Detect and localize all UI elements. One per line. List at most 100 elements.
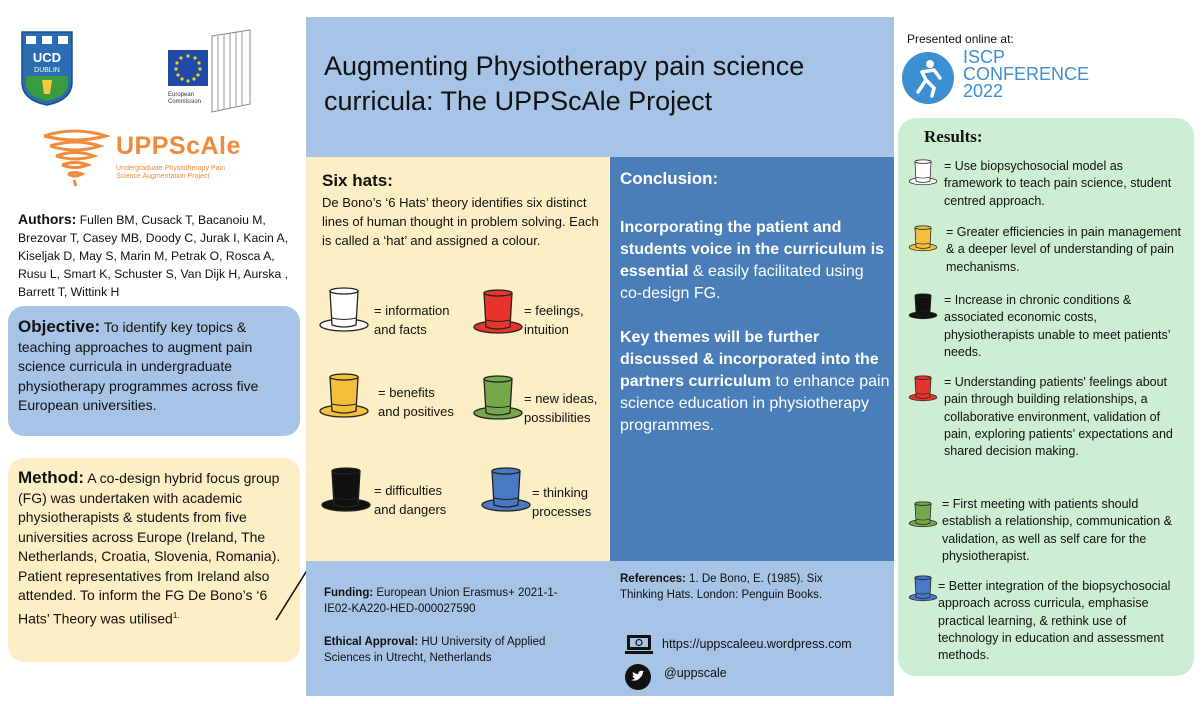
hat-label-line-2: possibilities xyxy=(524,410,591,425)
hat-label-line-2: intuition xyxy=(524,322,569,337)
title-panel: Augmenting Physiotherapy pain science cu… xyxy=(306,17,894,157)
conclusion-heading: Conclusion: xyxy=(620,169,719,188)
result-hat-icon xyxy=(908,575,938,602)
funding-info: Funding: European Union Erasmus+ 2021-1-… xyxy=(324,585,574,617)
six-hats-section: Six hats: De Bono’s ‘6 Hats’ theory iden… xyxy=(306,157,610,561)
hat-icon xyxy=(473,289,523,334)
european-commission-logo: European Commission xyxy=(144,28,256,114)
ethics-text: HU University of Applied Sciences in Utr… xyxy=(324,636,546,664)
hat-label-line-1: = difficulties xyxy=(374,483,443,498)
funding-text: European Union Erasmus+ 2021-1-IE02-KA22… xyxy=(324,587,558,615)
objective-box: Objective: To identify key topics & teac… xyxy=(8,306,300,436)
hat-label-line-1: = thinking xyxy=(532,485,589,500)
references-text: 1. De Bono, E. (1985). Six Thinking Hats… xyxy=(620,573,823,601)
result-hat-wrapper xyxy=(908,224,938,257)
ethics-info: Ethical Approval: HU University of Appli… xyxy=(324,634,574,666)
hat-icon xyxy=(473,375,523,420)
hat-label: = thinking processes xyxy=(532,483,591,521)
authors-list: Fullen BM, Cusack T, Bacanoiu M, Brezova… xyxy=(18,213,289,299)
hat-icon xyxy=(321,467,371,512)
results-heading: Results: xyxy=(924,127,983,146)
hat-icon-wrapper xyxy=(320,465,372,518)
eu-logo-text: European Commission xyxy=(168,92,202,105)
method-heading: Method: xyxy=(18,468,85,487)
ethics-label: Ethical Approval: xyxy=(324,636,419,648)
result-item-text: = Increase in chronic conditions & assoc… xyxy=(944,293,1171,359)
hat-label: = feelings, intuition xyxy=(524,301,584,339)
result-item-text: = Use biopsychosocial model as framework… xyxy=(944,159,1172,208)
hat-icon xyxy=(481,467,531,512)
svg-text:DUBLIN: DUBLIN xyxy=(34,67,60,74)
hat-label-line-2: and positives xyxy=(378,404,454,419)
hat-label: = information and facts xyxy=(374,301,450,339)
uppscale-logo: UPPScAle Undergraduate Physiotherapy Pai… xyxy=(40,128,270,188)
authors-label: Authors: xyxy=(18,211,77,227)
hat-icon-wrapper xyxy=(480,465,532,518)
twitter-handle: @uppscale xyxy=(664,666,727,680)
hat-label: = benefits and positives xyxy=(378,383,454,421)
hat-icon xyxy=(319,287,369,332)
uppscale-tagline: Undergraduate Physiotherapy Pain Science… xyxy=(116,165,225,180)
hat-label-line-2: and facts xyxy=(374,322,427,337)
hat-icon-wrapper xyxy=(472,287,524,340)
results-section: Results: = Use biopsychosocial model as … xyxy=(898,118,1194,676)
funding-label: Funding: xyxy=(324,587,374,599)
objective-heading: Objective: xyxy=(18,317,101,336)
result-hat-wrapper xyxy=(908,158,938,191)
hat-label-line-2: processes xyxy=(532,504,592,519)
website-link[interactable]: https://uppscaleeu.wordpress.com xyxy=(662,637,852,651)
hat-label: = new ideas, possibilities xyxy=(524,389,597,427)
iscp-line-3: 2022 xyxy=(963,81,1004,101)
iscp-line-1: ISCP xyxy=(963,47,1006,67)
ucd-logo: UCD DUBLIN xyxy=(20,30,74,106)
authors-section: Authors: Fullen BM, Cusack T, Bacanoiu M… xyxy=(18,210,298,301)
uppscale-wordmark: UPPScAle xyxy=(116,132,241,160)
references-label: References: xyxy=(620,573,686,585)
computer-icon xyxy=(625,635,653,654)
hat-icon xyxy=(319,373,369,418)
hat-label-line-1: = benefits xyxy=(378,385,435,400)
result-item-text: = Greater efficiencies in pain managemen… xyxy=(946,225,1181,274)
result-hat-icon xyxy=(908,225,938,252)
presented-label: Presented online at: xyxy=(907,32,1014,46)
result-item-text: = Understanding patients' feelings about… xyxy=(944,375,1173,459)
result-item-text: = First meeting with patients should est… xyxy=(942,497,1172,563)
conclusion-p1-rest: & easily facilitated using co-design FG. xyxy=(620,263,864,302)
conclusion-section: Conclusion: Incorporating the patient an… xyxy=(610,157,894,561)
iscp-conference-text: ISCP CONFERENCE 2022 xyxy=(963,47,1090,101)
result-hat-wrapper xyxy=(908,500,938,533)
poster-title: Augmenting Physiotherapy pain science cu… xyxy=(324,51,805,116)
result-hat-wrapper xyxy=(908,292,938,325)
result-item-text: = Better integration of the biopsychosoc… xyxy=(938,579,1171,663)
result-hat-icon xyxy=(908,159,938,186)
conclusion-p2-rest: to enhance pain science education in phy… xyxy=(620,373,890,434)
method-box: Method: A co-design hybrid focus group (… xyxy=(8,458,300,662)
method-superscript: 1. xyxy=(172,610,180,620)
result-hat-wrapper xyxy=(908,574,938,607)
result-hat-icon xyxy=(908,501,938,528)
objective-text: To identify key topics & teaching approa… xyxy=(18,319,259,413)
iscp-line-2: CONFERENCE xyxy=(963,64,1090,84)
six-hats-heading: Six hats: xyxy=(322,171,393,190)
svg-text:UCD: UCD xyxy=(33,50,61,65)
iscp-conference-logo: ISCP CONFERENCE 2022 xyxy=(900,47,1100,106)
hat-label-line-1: = feelings, xyxy=(524,303,584,318)
hat-icon-wrapper xyxy=(318,371,370,424)
conclusion-paragraph-2: Key themes will be further discussed & i… xyxy=(620,327,890,437)
hat-label-line-1: = information xyxy=(374,303,450,318)
method-text: A co-design hybrid focus group (FG) was … xyxy=(18,470,281,627)
result-hat-icon xyxy=(908,375,938,402)
six-hats-description: De Bono’s ‘6 Hats’ theory identifies six… xyxy=(322,195,599,248)
hat-icon-wrapper xyxy=(318,285,370,338)
result-hat-wrapper xyxy=(908,374,938,407)
conclusion-p2-bold: Key themes will be further discussed & i… xyxy=(620,329,879,390)
hat-label-line-1: = new ideas, xyxy=(524,391,598,406)
references-info: References: 1. De Bono, E. (1985). Six T… xyxy=(620,571,850,603)
result-hat-icon xyxy=(908,293,938,320)
hat-icon-wrapper xyxy=(472,373,524,426)
conclusion-p1-bold: Incorporating the patient and students v… xyxy=(620,219,885,280)
conclusion-paragraph-1: Incorporating the patient and students v… xyxy=(620,217,890,305)
twitter-icon[interactable] xyxy=(624,663,652,691)
info-panel: Funding: European Union Erasmus+ 2021-1-… xyxy=(306,561,894,696)
